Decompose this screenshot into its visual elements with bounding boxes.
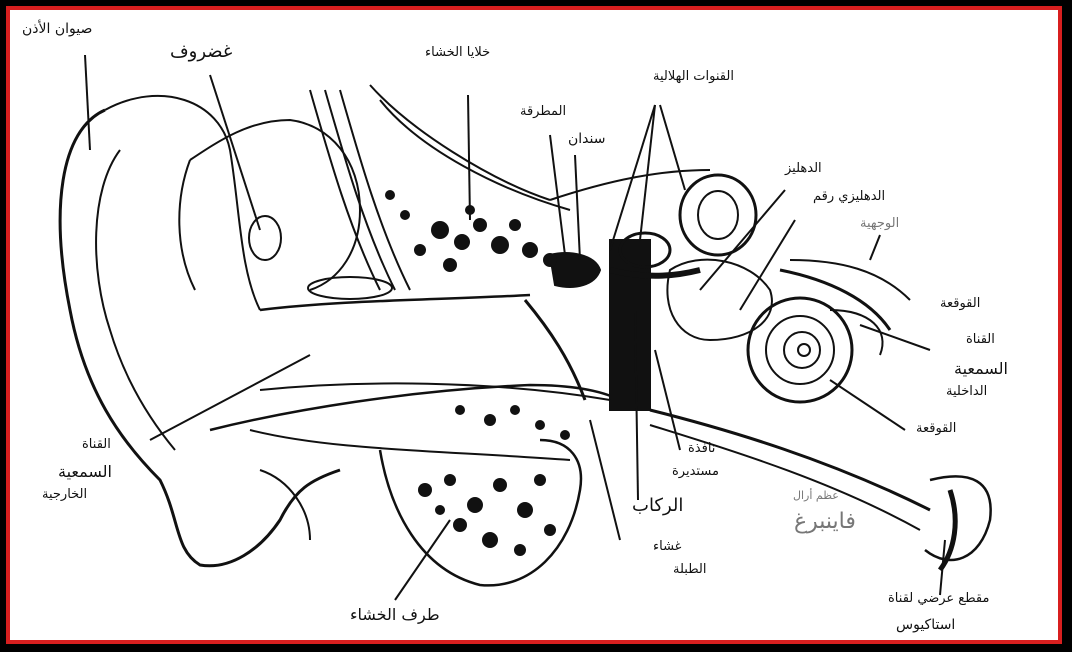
label-eardrum-1: غشاء xyxy=(653,540,681,554)
label-internal-canal-2: السمعية xyxy=(954,360,1008,378)
label-facial: الوجهية xyxy=(860,217,899,231)
label-eardrum-2: الطبلة xyxy=(673,563,706,577)
label-round-window-1: نافذة xyxy=(688,442,715,456)
auricle-helix xyxy=(96,150,175,450)
auricle-antihelix xyxy=(179,160,195,290)
cartilage-oval xyxy=(249,216,281,260)
label-cochlea-top: القوقعة xyxy=(940,297,980,311)
label-eustachian-1: مقطع عرضي لقناة xyxy=(888,592,989,606)
label-fallopian-small: عظم أرال xyxy=(793,490,839,502)
label-semicircular-canals: القنوات الهلالية xyxy=(653,70,734,84)
eustachian-tube xyxy=(650,410,930,510)
label-vestibule: الدهليز xyxy=(785,162,822,176)
label-ext-canal-2: السمعية xyxy=(58,463,112,481)
label-round-window-2: مستديرة xyxy=(672,465,719,479)
auricle-inner-curve xyxy=(105,96,260,310)
label-vestibular-nerve: الدهليزي رقم xyxy=(813,190,885,204)
diagram-canvas: صيوان الأذن غضروف خلايا الخشاء القنوات ا… xyxy=(10,10,1058,640)
label-cartilage: غضروف xyxy=(170,42,232,62)
label-malleus: المطرقة xyxy=(520,105,566,119)
label-mastoid-cells: خلايا الخشاء xyxy=(425,46,490,60)
label-auricle: صيوان الأذن xyxy=(22,22,92,37)
label-ext-canal-1: القناة xyxy=(82,438,111,452)
ext-canal-top xyxy=(260,295,530,310)
label-ext-canal-3: الخارجية xyxy=(42,488,87,502)
cochlea xyxy=(748,298,852,402)
label-mastoid-tip: طرف الخشاء xyxy=(350,606,440,624)
semicircular-canal-1 xyxy=(680,175,756,255)
label-internal-canal-1: القناة xyxy=(966,333,995,347)
label-stapes: الركاب xyxy=(632,496,683,516)
label-internal-canal-3: الداخلية xyxy=(946,385,987,399)
mastoid-tip xyxy=(380,440,581,585)
label-eustachian-2: استاكيوس xyxy=(896,618,955,633)
auricle-outline xyxy=(60,110,340,566)
cartilage-outline xyxy=(190,120,360,290)
label-fallopian-main: فاينبرغ xyxy=(794,510,856,534)
label-cochlea-bottom: القوقعة xyxy=(916,422,956,436)
label-incus: سندان xyxy=(568,132,605,147)
